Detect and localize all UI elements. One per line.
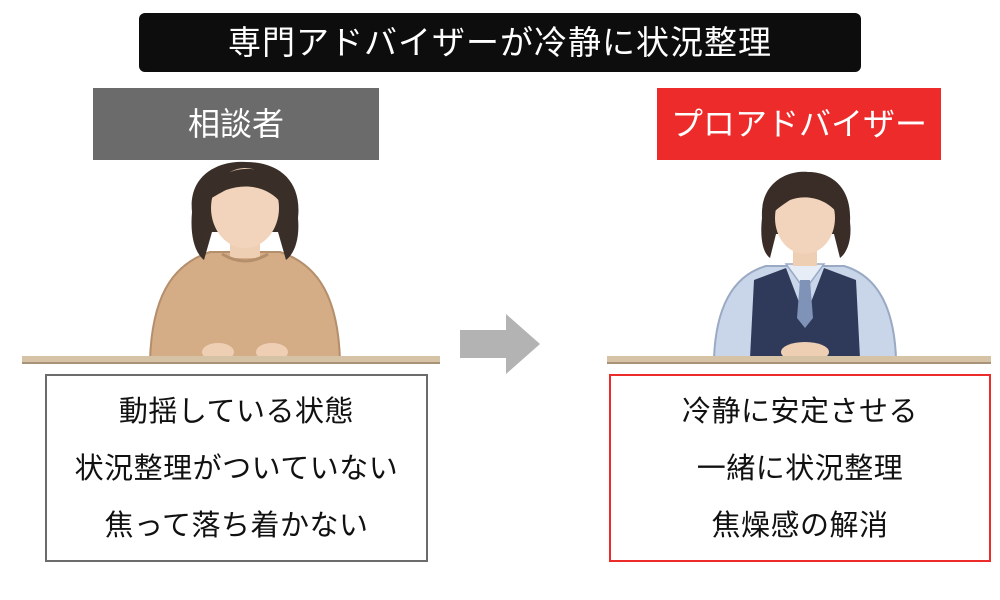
advisor-label: プロアドバイザー [657,88,941,160]
advisor-vest [750,268,860,358]
consultant-state-box: 動揺している状態 状況整理がついていない 焦って落ち着かない [45,374,428,562]
consultant-label: 相談者 [93,88,379,160]
consultant-state-line: 動揺している状態 [118,393,355,428]
advisor-desk [607,356,991,364]
advisor-support-box: 冷静に安定させる 一緒に状況整理 焦燥感の解消 [609,374,991,562]
consultant-desk [22,356,440,364]
advisor-tie [797,280,813,328]
consultant-state-line: 状況整理がついていない [74,450,399,485]
advisor-illustration [712,171,898,362]
advisor-support-line: 冷静に安定させる [681,393,918,428]
consultant-illustration [148,161,342,361]
advisor-support-line: 焦燥感の解消 [711,507,889,542]
advisor-support-line: 一緒に状況整理 [696,450,904,485]
arrow-right-icon [460,314,540,374]
consultant-sweater [148,251,342,361]
consultant-state-line: 焦って落ち着かない [104,507,369,542]
title-banner: 専門アドバイザーが冷静に状況整理 [139,13,861,72]
